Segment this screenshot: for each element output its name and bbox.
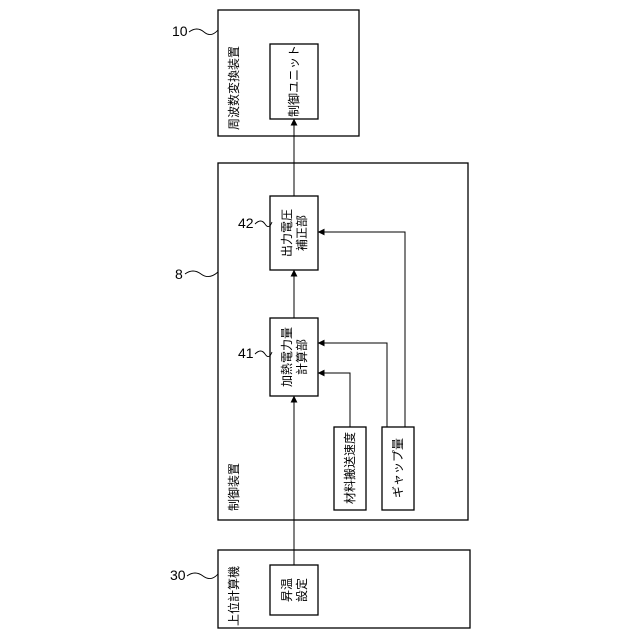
temp-setting-label-line2: 設定 (294, 578, 309, 602)
control-device-title: 制御装置 (226, 463, 241, 511)
frequency-converter-title: 周波数変換装置 (226, 46, 241, 130)
ref-numeral-41: 41 (238, 345, 254, 361)
voltage-correction-box (270, 196, 318, 270)
control-unit-label: 制御ユニット (286, 45, 301, 117)
control-device-block: 制御装置 出力電圧 補正部 加熱電力量 計算部 材料搬送速度 ギャップ量 (218, 163, 468, 520)
ref-numeral-10: 10 (172, 23, 188, 39)
temp-setting-box (270, 565, 318, 615)
ref-numeral-30: 30 (170, 567, 186, 583)
voltage-correction-label-line1: 出力電圧 (280, 209, 294, 257)
temp-setting-label-line1: 昇温 (280, 578, 294, 602)
leader-8 (185, 271, 218, 277)
power-calc-label-line2: 計算部 (294, 339, 309, 375)
conveying-speed-label: 材料搬送速度 (342, 432, 357, 504)
host-computer-box (218, 550, 470, 628)
gap-label: ギャップ量 (391, 438, 405, 498)
power-calc-label-line1: 加熱電力量 (280, 327, 294, 387)
leader-30 (187, 573, 218, 579)
power-calc-box (270, 318, 318, 396)
host-computer-title: 上位計算機 (226, 566, 241, 626)
voltage-correction-label-line2: 補正部 (294, 215, 309, 251)
ref-numeral-8: 8 (175, 266, 183, 282)
ref-numeral-42: 42 (238, 215, 254, 231)
host-computer-block: 上位計算機 昇温 設定 (218, 550, 470, 628)
leader-10 (189, 29, 218, 35)
frequency-converter-block: 周波数変換装置 制御ユニット (218, 10, 359, 136)
